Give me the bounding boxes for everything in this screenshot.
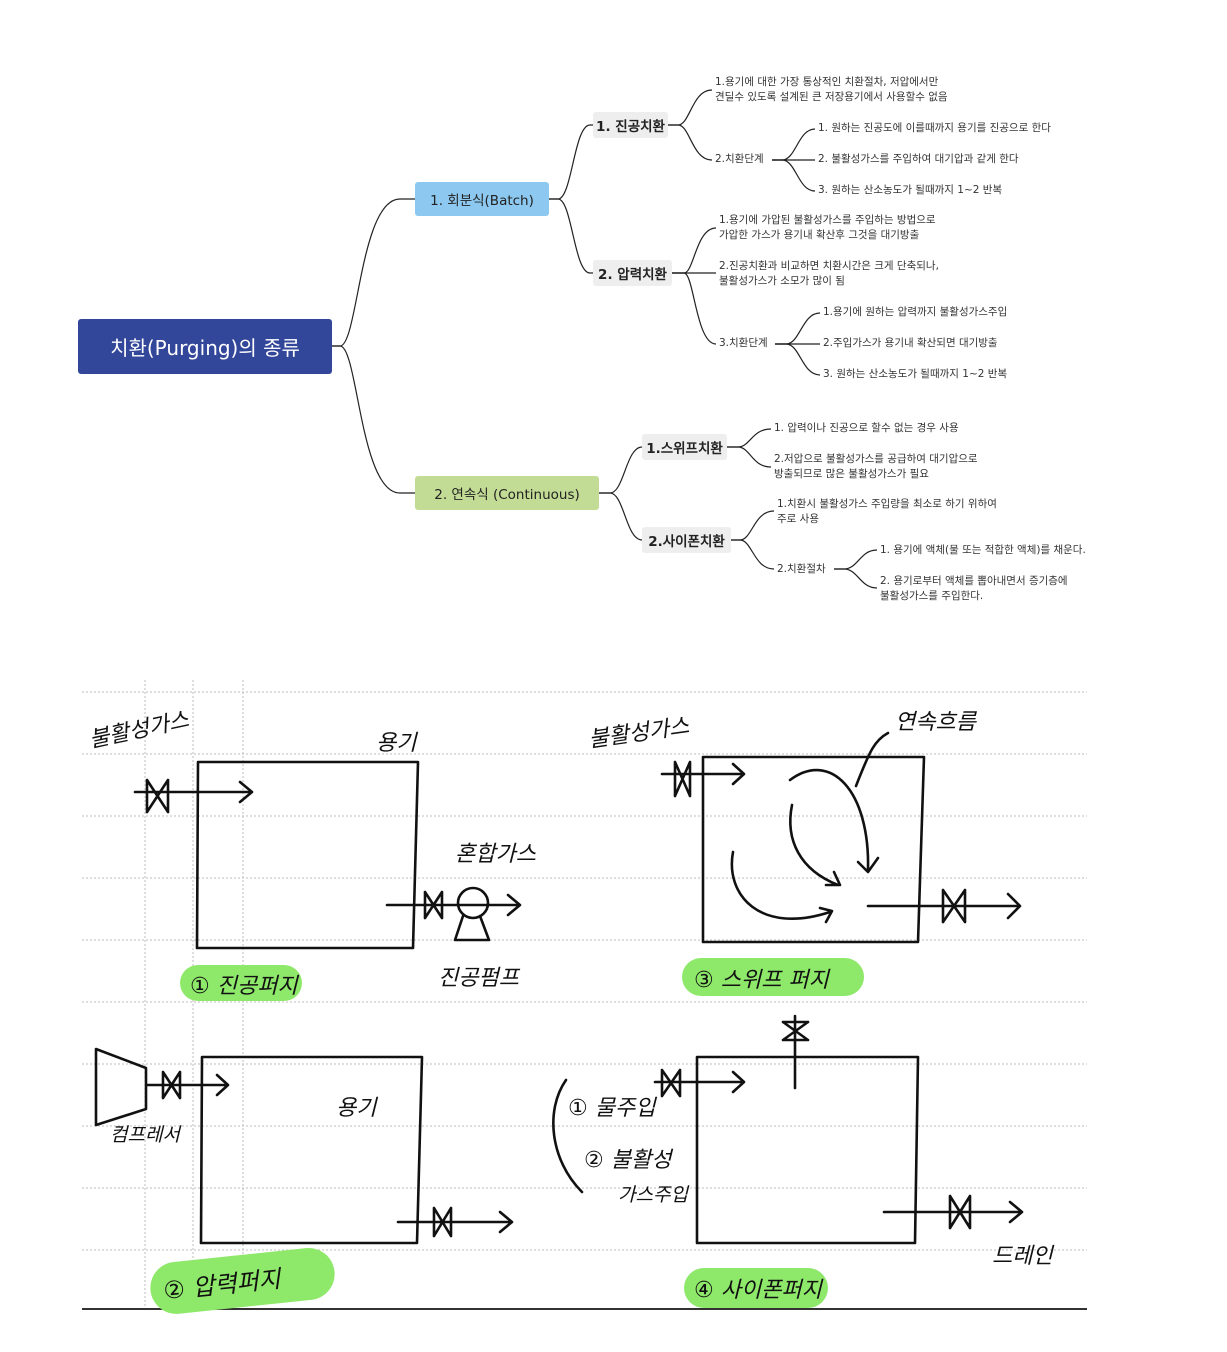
pressure-step-3: 3. 원하는 산소농도가 될때까지 1~2 반복: [823, 368, 1008, 380]
pressure-note1-line1: 1.용기에 가압된 불활성가스를 주입하는 방법으로: [719, 214, 936, 226]
sketch-drain-label: 드레인: [992, 1244, 1053, 1269]
siphon-step-1: 1. 용기에 액체(물 또는 적합한 액체)를 채운다.: [880, 544, 1086, 556]
sketch-compressor-label: 컴프레서: [110, 1124, 180, 1146]
sketch-pressure-vessel-label: 용기: [336, 1096, 377, 1121]
sweep-purge-node: 1.스위프치환: [642, 434, 727, 460]
vacuum-purge-node: 1. 진공치환: [593, 112, 668, 138]
siphon-note1-line1: 1.치환시 불활성가스 주입량을 최소로 하기 위하여: [777, 498, 997, 510]
siphon-note1-line2: 주로 사용: [777, 513, 819, 525]
siphon-steps-label: 2.치환절차: [777, 563, 826, 575]
vacuum-step-2: 2. 불활성가스를 주입하여 대기압과 같게 한다: [818, 153, 1019, 165]
pressure-steps-label: 3.치환단계: [719, 337, 768, 349]
batch-node: 1. 회분식(Batch): [415, 182, 549, 216]
vacuum-step-1: 1. 원하는 진공도에 이를때까지 용기를 진공으로 한다: [818, 122, 1051, 134]
sweep-note2-line2: 방출되므로 많은 불활성가스가 필요: [774, 468, 929, 480]
sketch-vacuum-pump-label: 진공펌프: [438, 966, 519, 991]
siphon-purge-node: 2.사이폰치환: [642, 527, 731, 553]
sketch-siphon-step2b: 가스주입: [618, 1184, 688, 1206]
sweep-note1: 1. 압력이나 진공으로 할수 없는 경우 사용: [774, 422, 959, 434]
vacuum-note-line1: 1.용기에 대한 가장 통상적인 치환절차, 저압에서만: [715, 76, 939, 88]
vacuum-steps-label: 2.치환단계: [715, 153, 764, 165]
sketch-continuous-flow-label: 연속흐름: [895, 710, 976, 735]
sketch-vacuum-vessel-label: 용기: [376, 731, 417, 756]
vacuum-note-line2: 견딜수 있도록 설계된 큰 저장용기에서 사용할수 없음: [715, 91, 948, 103]
vacuum-step-3: 3. 원하는 산소농도가 될때까지 1~2 반복: [818, 184, 1003, 196]
pressure-note2-line1: 2.진공치환과 비교하면 치환시간은 크게 단축되나,: [719, 260, 939, 272]
sketch-siphon-step2: ② 불활성: [584, 1148, 672, 1173]
sketch-siphon-step1: ① 물주입: [568, 1096, 656, 1121]
pressure-purge-node: 2. 압력치환: [593, 260, 672, 286]
sketch-vacuum-caption: ① 진공퍼지: [190, 974, 298, 999]
pressure-step-2: 2.주입가스가 용기내 확산되면 대기방출: [823, 337, 998, 349]
pressure-note2-line2: 불활성가스가 소모가 많이 됨: [719, 275, 845, 287]
pressure-step-1: 1.용기에 원하는 압력까지 불활성가스주입: [823, 306, 1008, 318]
sketch-mixed-gas-label: 혼합가스: [455, 842, 536, 867]
continuous-node: 2. 연속식 (Continuous): [415, 476, 599, 510]
sketch-sweep-caption: ③ 스위프 퍼지: [694, 968, 829, 993]
root-node: 치환(Purging)의 종류: [78, 319, 332, 374]
siphon-step-2-line2: 불활성가스를 주입한다.: [880, 590, 984, 602]
sketch-siphon-caption: ④ 사이폰퍼지: [694, 1278, 822, 1303]
sweep-note2-line1: 2.저압으로 불활성가스를 공급하여 대기압으로: [774, 453, 978, 465]
siphon-step-2-line1: 2. 용기로부터 액체를 뽑아내면서 증기층에: [880, 575, 1068, 587]
pressure-note1-line2: 가압한 가스가 용기내 확산후 그것을 대기방출: [719, 229, 920, 241]
